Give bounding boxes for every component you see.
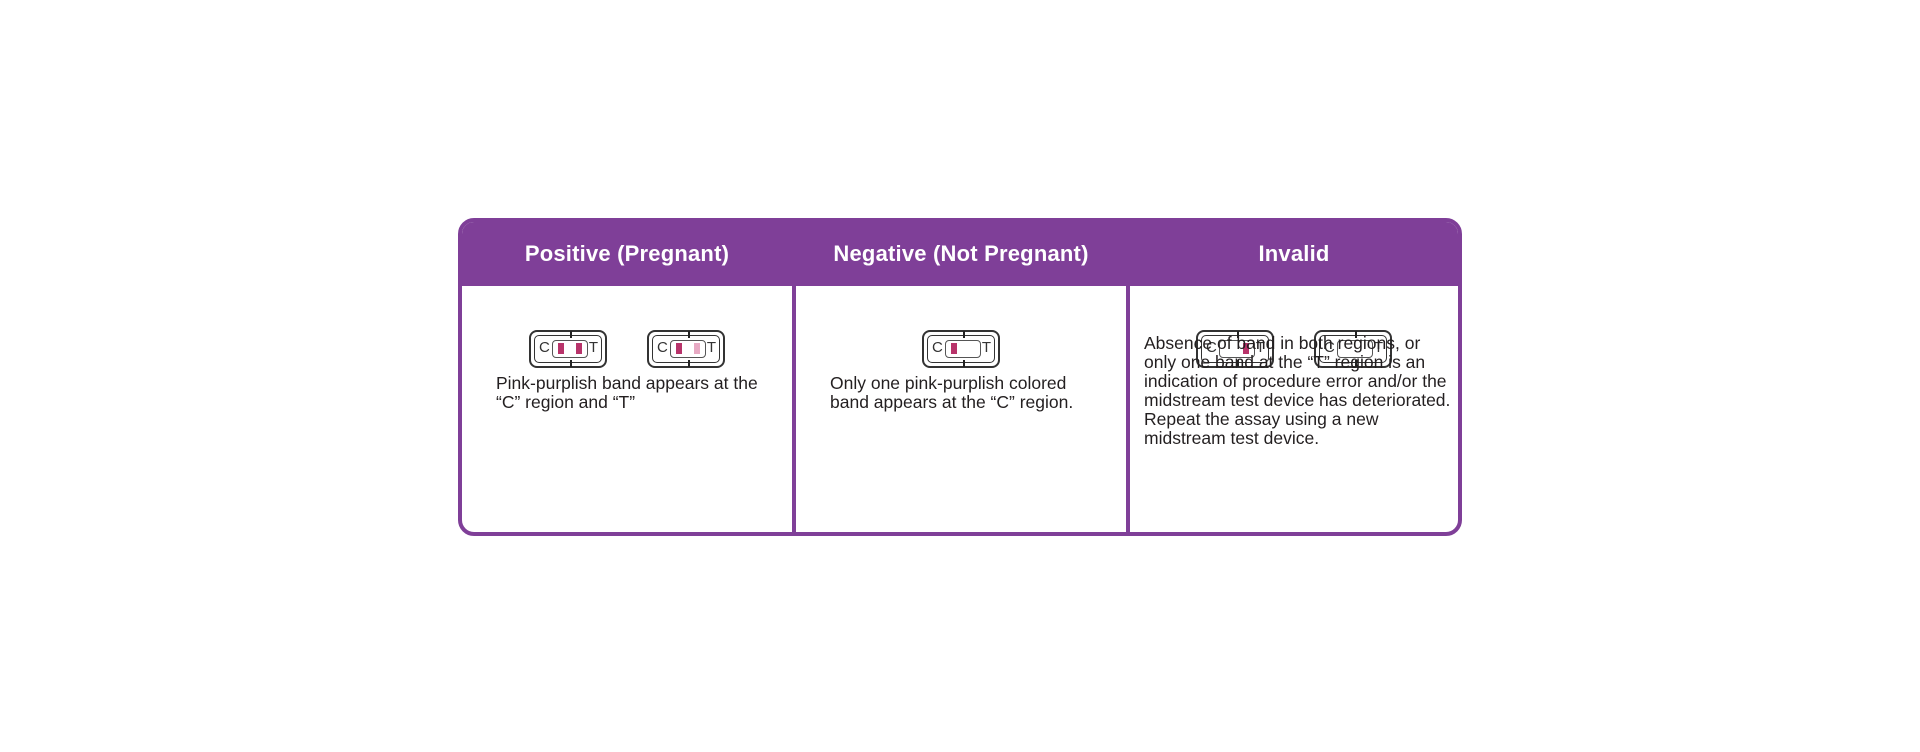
test-device-icon: C T xyxy=(1196,330,1274,368)
positive-header: Positive (Pregnant) xyxy=(462,222,792,286)
c-region-label: C xyxy=(1206,339,1217,356)
positive-devices: C T C T xyxy=(462,330,792,368)
result-window xyxy=(670,340,706,358)
result-window xyxy=(1219,340,1255,358)
result-window xyxy=(552,340,588,358)
c-region-label: C xyxy=(1324,339,1335,356)
results-table: Positive (Pregnant) C T C xyxy=(458,218,1462,536)
t-region-label: T xyxy=(1255,339,1265,356)
test-device-icon: C T xyxy=(647,330,725,368)
invalid-devices: C T C T xyxy=(1130,330,1458,368)
negative-devices: C T xyxy=(796,330,1126,368)
t-region-label: T xyxy=(981,339,991,356)
t-region-label: T xyxy=(706,339,716,356)
test-device-icon: C T xyxy=(1314,330,1392,368)
control-band xyxy=(558,343,564,354)
control-band xyxy=(951,343,957,354)
test-device-icon: C T xyxy=(529,330,607,368)
control-band xyxy=(676,343,682,354)
c-region-label: C xyxy=(539,339,550,356)
result-window xyxy=(1337,340,1373,358)
t-region-label: T xyxy=(1373,339,1383,356)
negative-column: Negative (Not Pregnant) C T Only one pin… xyxy=(796,222,1130,532)
invalid-header: Invalid xyxy=(1130,222,1458,286)
negative-header: Negative (Not Pregnant) xyxy=(796,222,1126,286)
positive-column: Positive (Pregnant) C T C xyxy=(462,222,796,532)
negative-description: Only one pink-purplish colored band appe… xyxy=(830,373,1074,412)
c-region-label: C xyxy=(932,339,943,356)
t-region-label: T xyxy=(588,339,598,356)
test-band-faint xyxy=(694,343,700,354)
positive-description: Pink-purplish band appears at the “C” re… xyxy=(496,373,758,412)
invalid-column: Invalid C T C T Absence of band in both … xyxy=(1130,222,1458,532)
test-band xyxy=(1243,343,1249,354)
c-region-label: C xyxy=(657,339,668,356)
result-window xyxy=(945,340,981,358)
test-device-icon: C T xyxy=(922,330,1000,368)
invalid-description: Absence of band in both regions, or only… xyxy=(1144,333,1451,448)
test-band xyxy=(576,343,582,354)
